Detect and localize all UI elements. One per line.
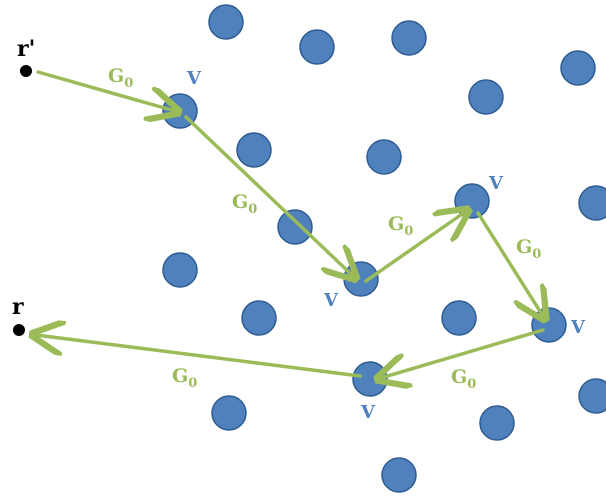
scatterer [479,405,515,441]
propagator-label: G0 [516,236,541,262]
potential-label: V [488,173,504,194]
propagator-arrow-4 [476,211,543,316]
scatterer-field [162,4,606,493]
propagator-label: G0 [172,365,197,391]
scatterer [236,132,272,168]
scatterer [277,209,313,245]
end-point-label: r [12,294,24,320]
endpoints: r' r [12,36,35,336]
scatterer [391,20,427,56]
scatterer [381,457,417,493]
potential-label: V [360,402,376,423]
path-scatterer-2 [343,261,379,297]
scatterer [468,79,504,115]
scatterer [441,300,477,336]
path-scatterers [162,93,567,397]
propagation-path [36,70,545,378]
propagator-labels: G0 G0 G0 G0 G0 G0 [108,65,541,392]
potential-label: V [186,68,202,89]
scatterer [162,252,198,288]
scatterer [299,29,335,65]
propagator-label: G0 [232,191,257,217]
start-point-dot [20,65,32,77]
scatterer [208,4,244,40]
propagator-arrow-1 [36,70,175,111]
scatterer [560,50,596,86]
propagator-label: G0 [388,213,413,239]
potential-labels: V V V V V [186,68,586,423]
propagator-label: G0 [451,366,476,392]
start-point-label: r' [17,36,35,62]
end-point-dot [13,324,25,336]
path-scatterer-3 [454,183,490,219]
scatterer [578,378,606,414]
path-scatterer-4 [531,307,567,343]
scatterer [578,185,606,221]
propagator-arrow-6 [36,335,362,378]
potential-label: V [323,290,339,311]
scatterer [211,395,247,431]
propagator-arrow-2 [184,115,353,276]
propagator-arrow-3 [364,212,465,283]
propagator-arrow-5 [381,328,545,378]
propagator-label: G0 [108,65,133,91]
scatterer [241,300,277,336]
potential-label: V [570,317,586,338]
scatterer [366,139,402,175]
